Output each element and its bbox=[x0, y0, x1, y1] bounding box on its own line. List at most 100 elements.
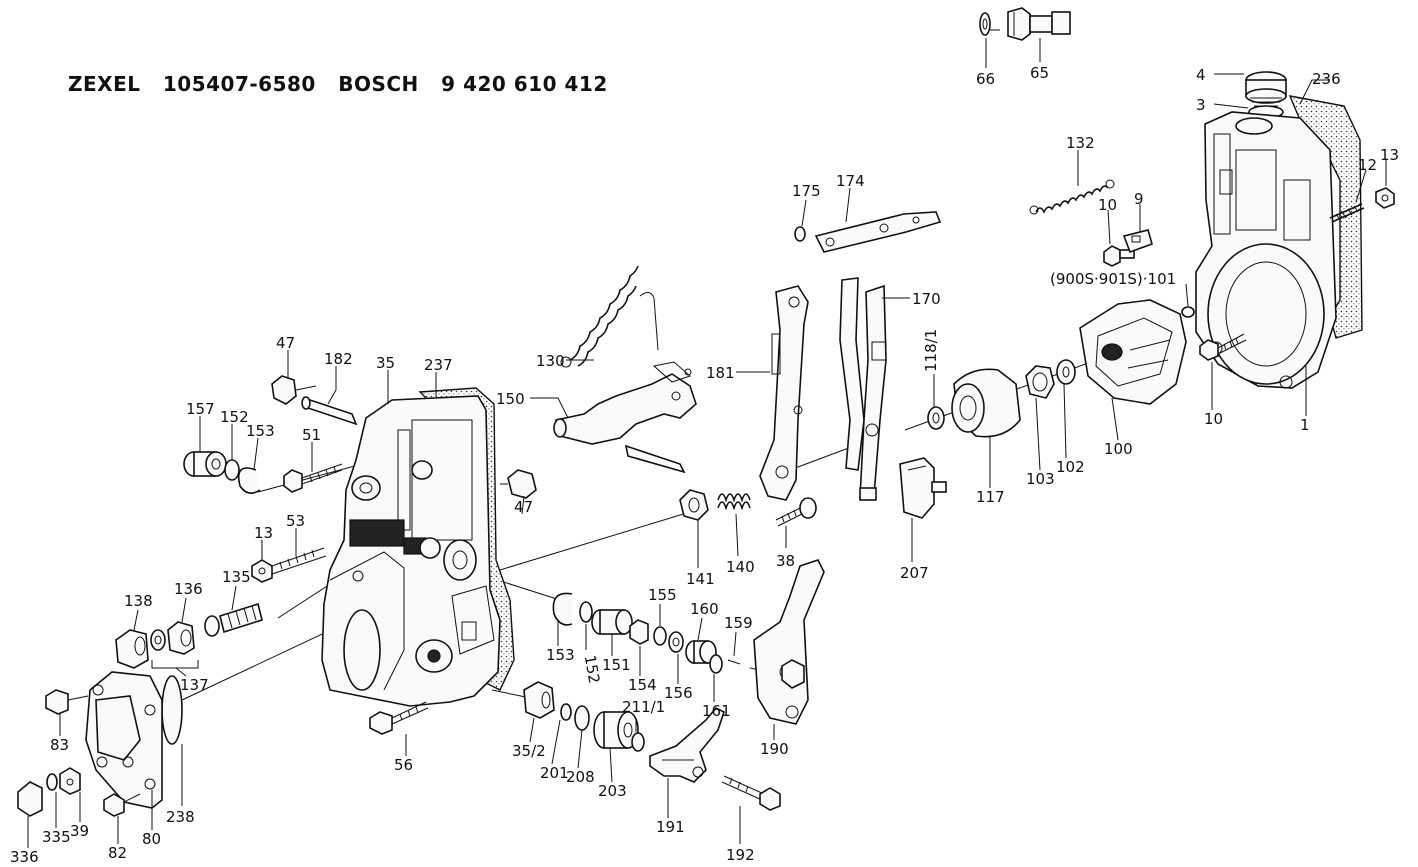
label-82: 82 bbox=[108, 844, 127, 862]
label-9: 9 bbox=[1134, 190, 1144, 208]
part-12-bolt bbox=[1329, 203, 1365, 223]
label-156: 156 bbox=[664, 684, 693, 702]
label-47-top: 47 bbox=[276, 334, 295, 352]
part-130-spring bbox=[560, 265, 659, 368]
label-182: 182 bbox=[324, 350, 353, 368]
label-12: 12 bbox=[1358, 156, 1377, 174]
part-335-washer bbox=[46, 773, 58, 791]
label-117: 117 bbox=[976, 488, 1005, 506]
label-135: 135 bbox=[222, 568, 251, 586]
part-35-governor-cover bbox=[321, 395, 501, 707]
label-203: 203 bbox=[598, 782, 627, 800]
part-1-governor-housing bbox=[1195, 111, 1337, 389]
part-211-1-washer bbox=[631, 732, 645, 752]
label-141: 141 bbox=[686, 570, 715, 588]
part-153-circlip bbox=[237, 467, 261, 494]
part-207-stop-block bbox=[899, 457, 947, 519]
label-4: 4 bbox=[1196, 66, 1206, 84]
part-170-tensioning-lever bbox=[839, 277, 887, 501]
part-190-lever bbox=[753, 559, 825, 725]
part-152-o-ring-lower bbox=[579, 601, 593, 623]
label-35-2: 35/2 bbox=[512, 742, 546, 760]
part-175-washer bbox=[794, 226, 806, 242]
label-157: 157 bbox=[186, 400, 215, 418]
label-159: 159 bbox=[724, 614, 753, 632]
label-118-1: 118/1 bbox=[922, 329, 940, 372]
label-160: 160 bbox=[690, 600, 719, 618]
label-100: 100 bbox=[1104, 440, 1133, 458]
part-182-pin bbox=[301, 396, 358, 426]
label-3: 3 bbox=[1196, 96, 1206, 114]
part-13-nut-cover bbox=[251, 559, 273, 583]
part-138-cap-nut bbox=[115, 629, 149, 669]
part-151-bush bbox=[591, 609, 633, 635]
label-152-top: 152 bbox=[220, 408, 249, 426]
assembly-axis-lines bbox=[181, 29, 1111, 701]
part-191-lever bbox=[649, 707, 725, 783]
label-161: 161 bbox=[702, 702, 731, 720]
part-135-adjusting-screw bbox=[204, 602, 263, 637]
part-47-screw-top bbox=[271, 375, 317, 405]
label-80: 80 bbox=[142, 830, 161, 848]
part-117-sliding-sleeve bbox=[951, 368, 1021, 438]
part-38-screw bbox=[775, 497, 817, 527]
part-159-pin bbox=[727, 659, 741, 665]
label-13-top: 13 bbox=[1380, 146, 1399, 164]
label-207: 207 bbox=[900, 564, 929, 582]
label-236: 236 bbox=[1312, 70, 1341, 88]
label-47-side: 47 bbox=[514, 498, 533, 516]
part-132-spring bbox=[1029, 179, 1115, 215]
label-175: 175 bbox=[792, 182, 821, 200]
part-141-nut bbox=[679, 489, 709, 521]
part-156-washer bbox=[668, 631, 684, 653]
label-13-cover: 13 bbox=[254, 524, 273, 542]
part-137-lock-nut bbox=[151, 621, 199, 669]
label-174: 174 bbox=[836, 172, 865, 190]
label-51: 51 bbox=[302, 426, 321, 444]
part-number-labels: 66 65 4 3 236 132 12 13 10 9 (900S·901S)… bbox=[10, 64, 1399, 866]
part-102-washer bbox=[1056, 359, 1076, 385]
part-10-screw-lower bbox=[1199, 333, 1247, 361]
label-138: 138 bbox=[124, 592, 153, 610]
part-150-shaft-lever bbox=[553, 361, 697, 474]
part-136-washer bbox=[150, 629, 166, 651]
part-9-bracket bbox=[1122, 229, 1153, 254]
part-65-banjo-fitting bbox=[1007, 7, 1071, 41]
label-83: 83 bbox=[50, 736, 69, 754]
label-65: 65 bbox=[1030, 64, 1049, 82]
label-191: 191 bbox=[656, 818, 685, 836]
label-103: 103 bbox=[1026, 470, 1055, 488]
part-152-o-ring bbox=[224, 459, 240, 481]
part-181-lever bbox=[759, 285, 809, 501]
label-192: 192 bbox=[726, 846, 755, 864]
part-80-end-cover bbox=[85, 671, 163, 809]
leader-lines bbox=[27, 38, 1387, 848]
part-154-nut bbox=[629, 619, 649, 645]
label-140: 140 bbox=[726, 558, 755, 576]
label-170: 170 bbox=[912, 290, 941, 308]
label-56: 56 bbox=[394, 756, 413, 774]
label-130: 130 bbox=[536, 352, 565, 370]
part-53-stud bbox=[271, 547, 327, 575]
label-900s-901s-101: (900S·901S)·101 bbox=[1050, 270, 1176, 288]
label-35: 35 bbox=[376, 354, 395, 372]
label-132: 132 bbox=[1066, 134, 1095, 152]
label-137: 137 bbox=[180, 676, 209, 694]
part-155-washer bbox=[653, 626, 667, 646]
part-39-nut bbox=[59, 767, 81, 795]
part-10-screw bbox=[1103, 245, 1135, 267]
label-53: 53 bbox=[286, 512, 305, 530]
part-103-sleeve-nut bbox=[1025, 365, 1055, 399]
label-238: 238 bbox=[166, 808, 195, 826]
label-153-lower: 153 bbox=[546, 646, 575, 664]
part-153-circlip-lower bbox=[552, 592, 573, 626]
part-101-pin bbox=[1181, 306, 1195, 318]
label-10-lower: 10 bbox=[1204, 410, 1223, 428]
label-38: 38 bbox=[776, 552, 795, 570]
label-39: 39 bbox=[70, 822, 89, 840]
part-208-washer bbox=[574, 705, 590, 731]
label-154: 154 bbox=[628, 676, 657, 694]
label-208: 208 bbox=[566, 768, 595, 786]
label-152-lower: 152 bbox=[581, 654, 604, 685]
label-336: 336 bbox=[10, 848, 39, 866]
